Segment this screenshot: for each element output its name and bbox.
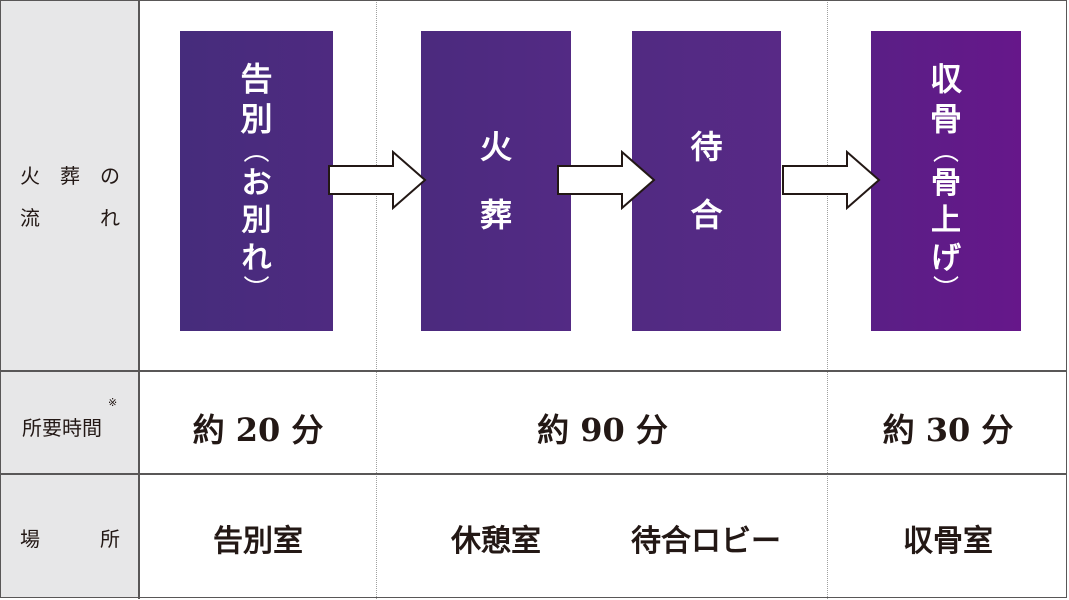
column-divider (376, 0, 377, 599)
header-divider (138, 0, 140, 599)
place-farewell-room: 告別室 (213, 524, 303, 559)
header-char: れ (100, 206, 120, 230)
duration-bone-collection: 約 30 分 (882, 411, 1014, 449)
step-cremation-box: 火 葬 (421, 31, 571, 331)
step-char: れ (241, 240, 272, 276)
paren-close: ︶ (932, 275, 959, 306)
paren-open: ︵ (932, 136, 959, 167)
step-char: げ (931, 240, 961, 276)
paren-close: ︶ (243, 275, 270, 306)
step-waiting-box: 待 合 (632, 31, 781, 331)
step-char: 葬 (479, 196, 512, 234)
step-char: 合 (690, 196, 723, 234)
column-divider (827, 0, 828, 599)
step-char: 別 (240, 99, 273, 138)
step-char: 告 (240, 59, 273, 98)
header-char: 場 (20, 527, 40, 551)
step-char: 火 (479, 128, 512, 166)
duration-cremation-waiting: 約 90 分 (537, 411, 668, 449)
header-char: 火 (20, 164, 40, 188)
header-char: 葬 (60, 164, 80, 188)
header-char: 所 (100, 527, 120, 551)
flow-header-label: 火 葬 の 流 れ (0, 160, 139, 240)
right-arrow-icon (782, 150, 881, 210)
header-char: の (100, 164, 120, 188)
right-arrow-icon (557, 150, 656, 210)
note-mark: ※ (108, 396, 118, 409)
step-char: お (241, 165, 272, 201)
row-divider (0, 473, 1067, 475)
duration-header-label: 所要時間 ※ (22, 396, 132, 441)
header-column (1, 1, 139, 598)
duration-label-text: 所要時間 (22, 416, 102, 440)
place-bone-collection-room: 収骨室 (903, 524, 993, 559)
row-divider (0, 370, 1067, 372)
step-char: 骨 (931, 165, 961, 201)
place-header-label: 場 所 (0, 523, 139, 553)
step-char: 待 (690, 128, 723, 166)
step-farewell-box: 告 別 ︵ お 別 れ ︶ (180, 31, 333, 331)
place-rest-room: 休憩室 (451, 524, 541, 559)
header-char: 流 (20, 206, 40, 230)
step-char: 上 (931, 203, 961, 239)
step-char: 骨 (929, 99, 962, 138)
place-waiting-lobby: 待合ロビー (631, 524, 781, 559)
step-char: 収 (929, 59, 962, 98)
paren-open: ︵ (243, 136, 270, 167)
duration-farewell: 約 20 分 (192, 411, 324, 449)
step-bone-collection-box: 収 骨 ︵ 骨 上 げ ︶ (871, 31, 1021, 331)
step-char: 別 (241, 203, 272, 239)
right-arrow-icon (328, 150, 427, 210)
